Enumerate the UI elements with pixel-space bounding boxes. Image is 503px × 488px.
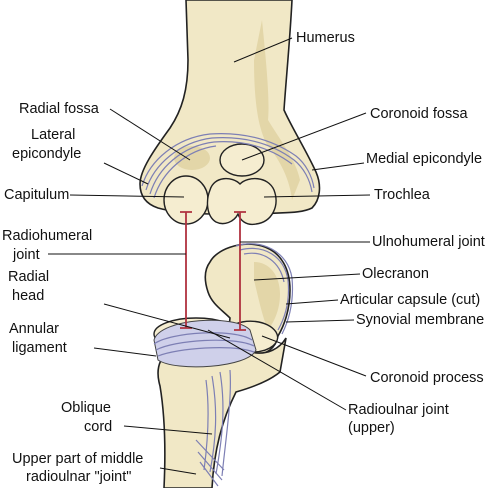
radiohumeral-joint-marker [180, 211, 192, 329]
labels: Humerus Radial fossa Coronoid fossa Late… [2, 30, 485, 485]
oblique-cord-fibers [195, 369, 231, 487]
label-medial-epicondyle: Medial epicondyle [366, 151, 482, 167]
humerus-bone [139, 0, 321, 226]
label-radial-head-2: head [12, 288, 44, 304]
label-annular-ligament-2: ligament [12, 340, 67, 356]
label-radiohumeral-joint-2: joint [12, 247, 40, 263]
label-coronoid-fossa: Coronoid fossa [370, 106, 468, 122]
label-capitulum: Capitulum [4, 187, 69, 203]
label-olecranon: Olecranon [362, 266, 429, 282]
trochlea-shape [206, 177, 277, 226]
label-articular-capsule: Articular capsule (cut) [340, 292, 480, 308]
label-radioulnar-joint-2: (upper) [348, 420, 395, 436]
label-upper-middle-1: Upper part of middle [12, 451, 143, 467]
annular-ligament-bands [153, 319, 257, 368]
label-trochlea: Trochlea [374, 187, 431, 203]
label-lateral-epicondyle-1: Lateral [31, 127, 75, 143]
label-ulnohumeral-joint: Ulnohumeral joint [372, 234, 485, 250]
joint-markers [180, 211, 246, 331]
label-radial-head-1: Radial [8, 269, 49, 285]
label-synovial-membrane: Synovial membrane [356, 312, 484, 328]
label-radiohumeral-joint-1: Radiohumeral [2, 228, 92, 244]
ulnohumeral-joint-marker [234, 211, 246, 331]
leader-lines [48, 37, 371, 475]
label-upper-middle-2: radioulnar "joint" [26, 469, 131, 485]
label-oblique-cord-1: Oblique [61, 400, 111, 416]
label-lateral-epicondyle-2: epicondyle [12, 146, 81, 162]
label-radioulnar-joint-1: Radioulnar joint [348, 402, 449, 418]
label-oblique-cord-2: cord [84, 419, 112, 435]
humeral-capsule [141, 133, 315, 199]
label-radial-fossa: Radial fossa [19, 101, 100, 117]
label-humerus: Humerus [296, 30, 355, 46]
label-coronoid-process: Coronoid process [370, 370, 484, 386]
label-annular-ligament-1: Annular [9, 321, 59, 337]
